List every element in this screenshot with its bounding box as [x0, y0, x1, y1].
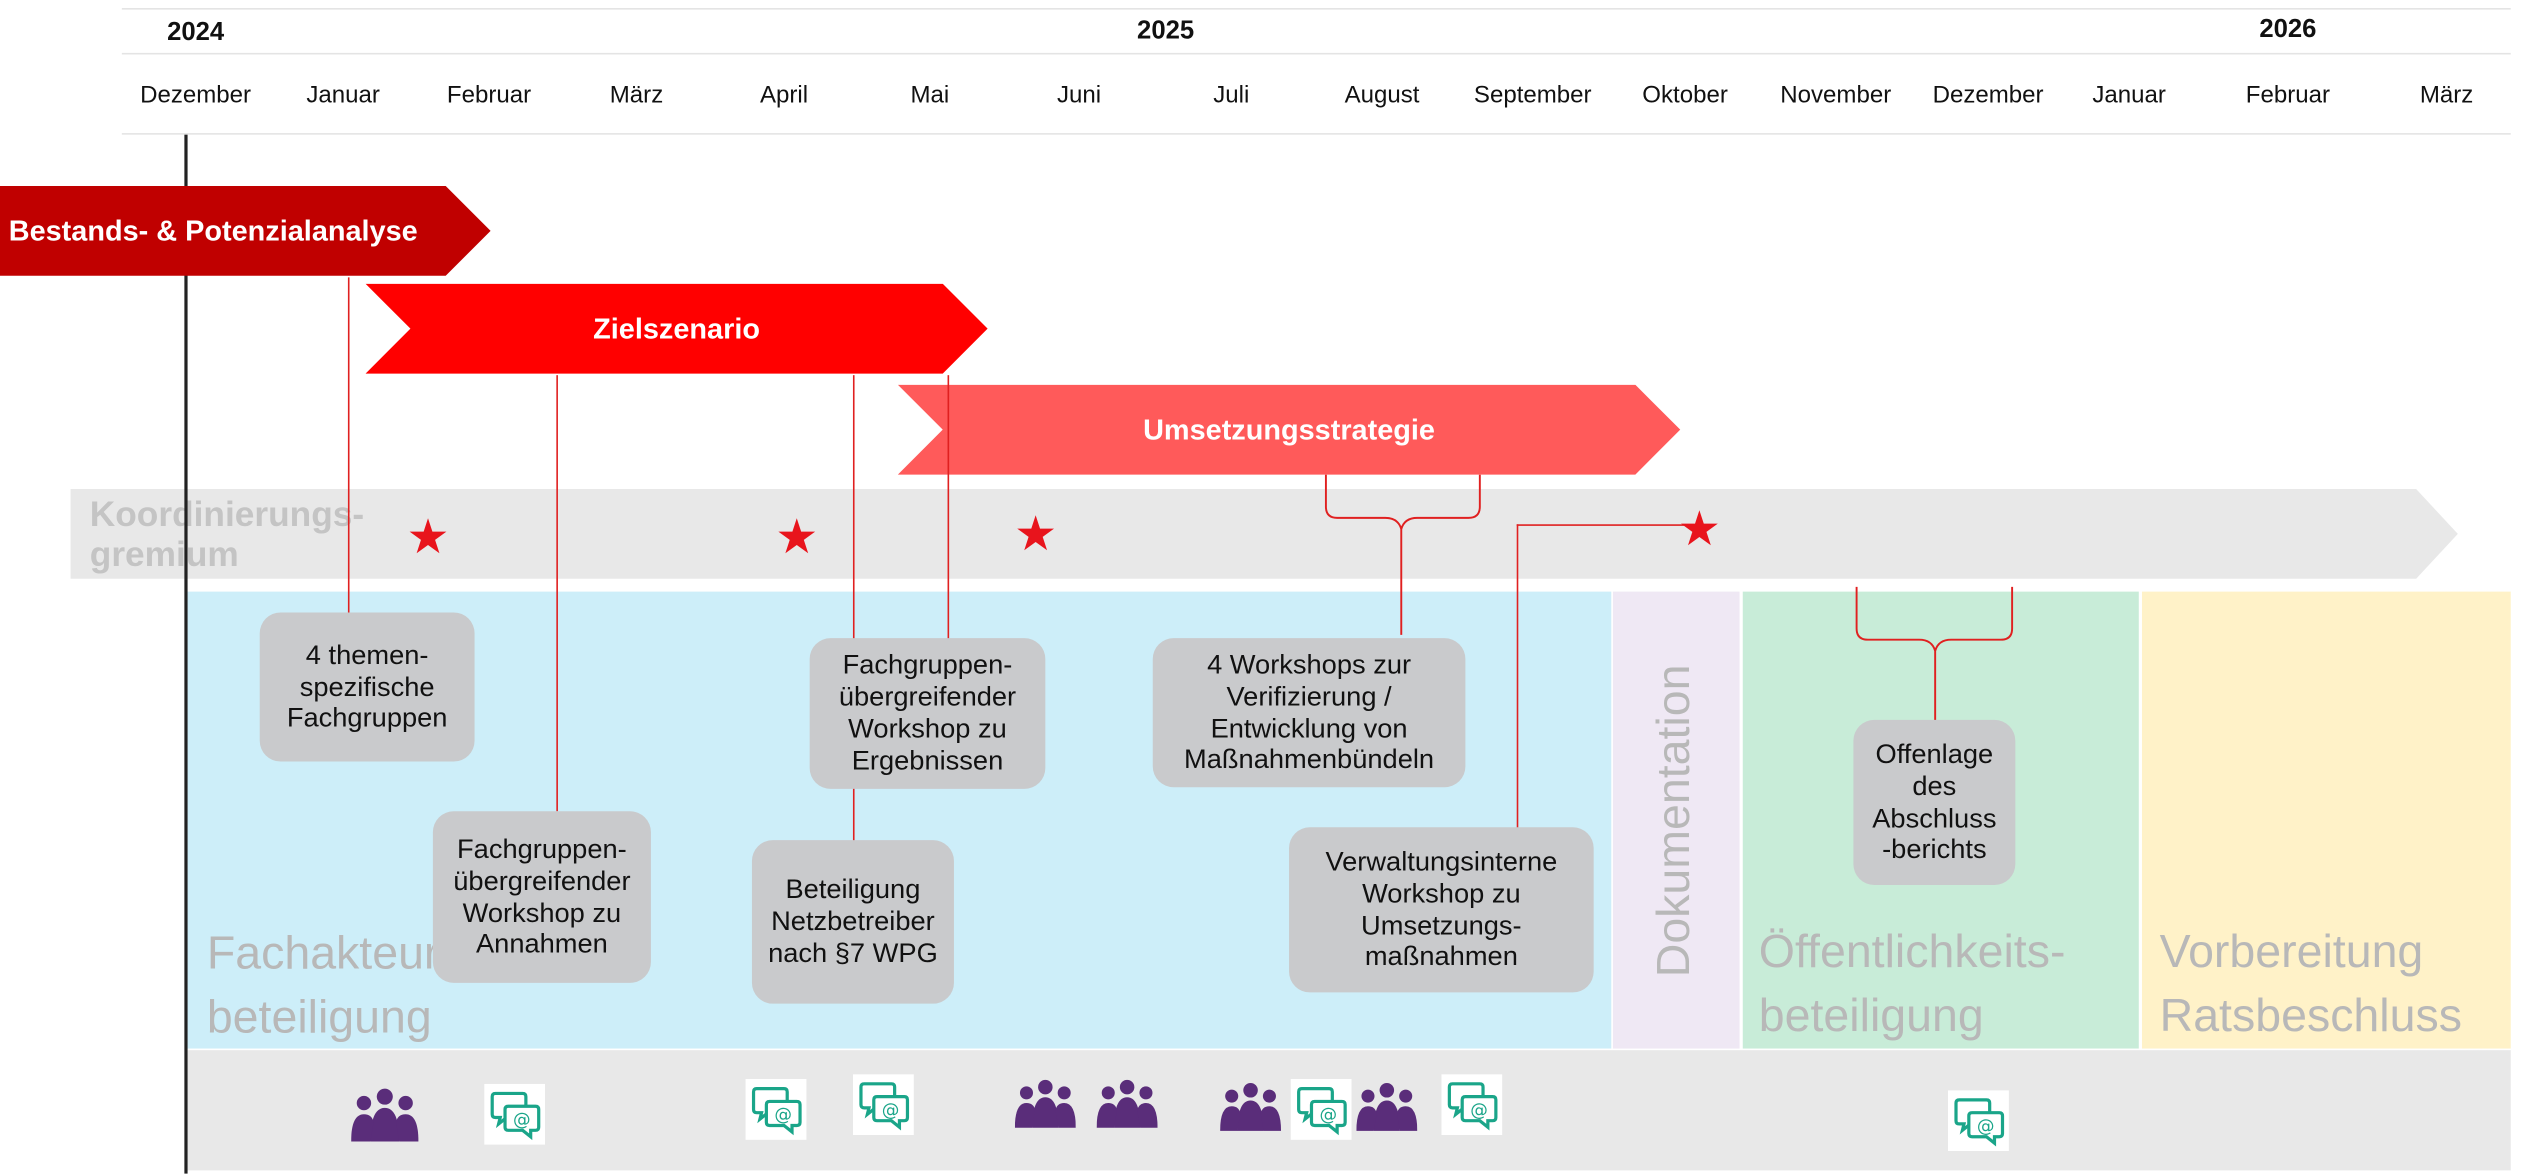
- month-label: August: [1344, 81, 1420, 110]
- month-label: Januar: [2092, 81, 2166, 110]
- phase-ziel-arrow: [365, 283, 988, 374]
- dokumentation-label: Dokumentation: [1648, 664, 1701, 978]
- online-chat-icon: @: [484, 1083, 546, 1145]
- phase-umsetzung-arrow: [897, 384, 1681, 475]
- month-label: Juni: [1056, 81, 1102, 110]
- month-label: Dezember: [1932, 81, 2044, 110]
- brace-workshops: [1324, 474, 1481, 635]
- phase-umsetzung-label: Umsetzungsstrategie: [1143, 413, 1435, 446]
- header-mid-rule: [121, 52, 2511, 55]
- milestone-star-icon: ★: [1014, 508, 1058, 562]
- milestone-star-icon: ★: [406, 511, 450, 565]
- month-label: März: [609, 81, 664, 110]
- svg-text:@: @: [882, 1101, 900, 1121]
- event-box-offenlage: Offenlage des Abschluss -berichts: [1853, 719, 2016, 886]
- connector-line: [1516, 524, 1694, 526]
- year-2024: 2024: [167, 19, 225, 47]
- event-box-text: Fachgruppen- übergreifender Workshop zu …: [453, 833, 631, 960]
- event-box-text: Fachgruppen- übergreifender Workshop zu …: [838, 649, 1017, 776]
- milestone-star-icon: ★: [1677, 503, 1722, 557]
- month-label: Juli: [1213, 81, 1250, 110]
- month-label: April: [759, 81, 809, 110]
- event-box-netzbetreiber: Beteiligung Netzbetreiber nach §7 WPG: [751, 840, 954, 1004]
- svg-text:@: @: [774, 1106, 792, 1126]
- svg-text:@: @: [1470, 1101, 1488, 1121]
- connector-line: [347, 277, 350, 615]
- month-label: Februar: [446, 81, 532, 110]
- event-box-workshop-ergebnissen: Fachgruppen- übergreifender Workshop zu …: [809, 638, 1046, 789]
- svg-text:@: @: [1320, 1106, 1338, 1126]
- event-box-fachgruppen: 4 themen- spezifische Fachgruppen: [259, 612, 475, 762]
- brace-offenlage: [1855, 586, 2014, 722]
- month-label: Januar: [306, 81, 380, 110]
- connector-line: [1516, 524, 1519, 831]
- year-2025: 2025: [1137, 17, 1195, 45]
- online-chat-icon: @: [1947, 1090, 2009, 1152]
- timeline-start-axis: [184, 134, 188, 1174]
- connector-line: [556, 375, 558, 812]
- event-box-workshop-annahmen: Fachgruppen- übergreifender Workshop zu …: [432, 811, 651, 983]
- people-group-icon: [351, 1088, 419, 1142]
- month-label: Februar: [2245, 81, 2330, 110]
- connector-line: [947, 375, 950, 640]
- milestone-star-icon: ★: [775, 511, 819, 565]
- month-label: September: [1473, 81, 1592, 110]
- phase-ziel-label: Zielszenario: [593, 312, 760, 345]
- header-bottom-rule: [121, 133, 2511, 135]
- oeffentlichkeit-label: Öffentlichkeits- beteiligung: [1758, 926, 2066, 1043]
- event-box-text: Offenlage des Abschluss -berichts: [1872, 738, 1997, 865]
- event-box-verwaltungsintern: Verwaltungsinterne Workshop zu Umsetzung…: [1289, 827, 1594, 993]
- year-2026: 2026: [2259, 16, 2317, 44]
- online-chat-icon: @: [745, 1079, 807, 1140]
- people-group-icon: [1014, 1079, 1076, 1128]
- event-box-text: 4 Workshops zur Verifizierung / Entwickl…: [1184, 648, 1435, 775]
- header-top-rule: [121, 8, 2511, 10]
- online-chat-icon: @: [1441, 1074, 1503, 1136]
- month-label: Oktober: [1642, 81, 1728, 110]
- gremium-label: Koordinierungs- gremium: [89, 493, 365, 575]
- month-label: November: [1780, 81, 1892, 110]
- phase-bestand-label: Bestands- & Potenzialanalyse: [8, 214, 418, 247]
- people-group-icon: [1220, 1083, 1282, 1131]
- phase-bestand-arrow: [0, 185, 491, 276]
- month-label: März: [2419, 81, 2474, 110]
- event-box-text: Verwaltungsinterne Workshop zu Umsetzung…: [1325, 846, 1558, 973]
- people-group-icon: [1356, 1083, 1418, 1131]
- event-box-workshops-massnahmen: 4 Workshops zur Verifizierung / Entwickl…: [1152, 638, 1466, 788]
- svg-text:@: @: [513, 1111, 531, 1131]
- online-chat-icon: @: [852, 1074, 914, 1136]
- month-label: Dezember: [140, 81, 252, 110]
- rats-label: Vorbereitung Ratsbeschluss: [2159, 926, 2462, 1043]
- rats-band: [2141, 591, 2511, 1049]
- people-group-icon: [1096, 1079, 1158, 1128]
- dokumentation-band: [1612, 591, 1740, 1049]
- gremium-arrow: [70, 489, 2458, 579]
- online-chat-icon: @: [1290, 1079, 1352, 1140]
- event-box-text: 4 themen- spezifische Fachgruppen: [286, 639, 448, 734]
- month-label: Mai: [910, 81, 950, 110]
- svg-text:@: @: [1977, 1117, 1995, 1137]
- event-box-text: Beteiligung Netzbetreiber nach §7 WPG: [768, 874, 938, 969]
- connector-line: [852, 375, 855, 842]
